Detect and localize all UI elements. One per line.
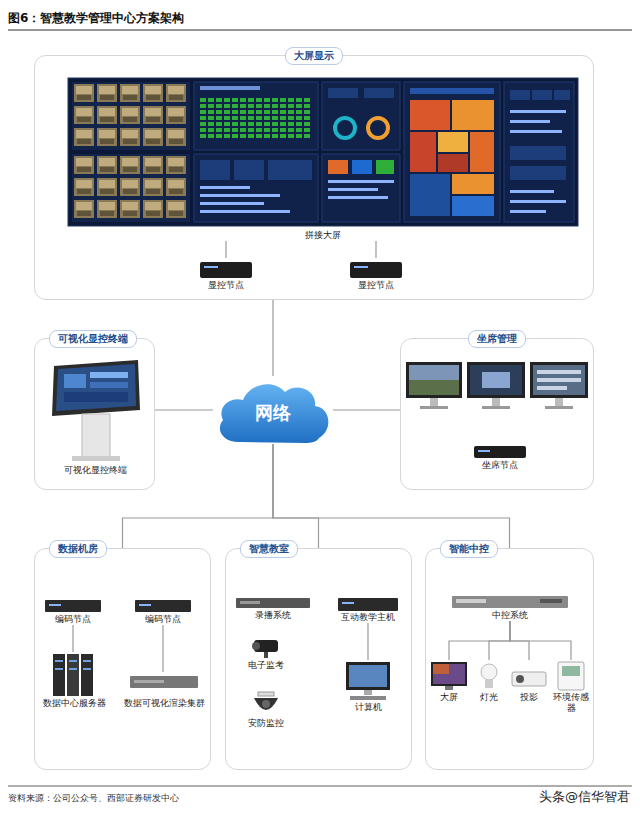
group-panel: 智慧教室录播系统互动教学主机电子监考计算机安防监控 [225, 548, 412, 770]
watermark: 头条@信华智君 [539, 788, 630, 806]
device-label: 编码节点 [42, 614, 104, 625]
group-panel: 智能中控中控系统大屏灯光投影环境传感器 [425, 548, 594, 770]
device-node: 计算机 [335, 660, 401, 713]
device-node: 互动教学主机 [330, 596, 406, 623]
figure-title: 图6：智慧教学管理中心方案架构 [8, 10, 184, 27]
seat-monitors [406, 362, 588, 458]
device-label: 数据中心服务器 [38, 698, 110, 709]
dashboard-screen [68, 78, 578, 226]
network-cloud: 网络 [213, 376, 333, 444]
device-node: 投影 [508, 660, 550, 703]
network-label: 网络 [255, 401, 291, 425]
connector-line [510, 621, 571, 660]
device-node: 数据可视化渲染集群 [120, 672, 208, 709]
device-label: 拼接大屏 [68, 230, 578, 241]
connector-line [162, 625, 163, 672]
connector-line [375, 241, 376, 258]
control-node-devices [200, 262, 402, 278]
device-node: 显控节点 [196, 258, 256, 291]
connector-line [155, 409, 213, 410]
device-label: 大屏 [428, 692, 470, 703]
connector-line [333, 409, 400, 410]
device-label: 显控节点 [196, 280, 256, 291]
device-label: 编码节点 [128, 614, 198, 625]
connector-line [449, 621, 510, 660]
panel-heading: 智慧教室 [240, 540, 298, 558]
group-panel: 大屏显示拼接大屏显控节点显控节点 [34, 55, 594, 300]
device-node: 灯光 [472, 660, 506, 703]
central-control-devices [431, 596, 584, 690]
device-label: 坐席节点 [465, 460, 535, 471]
group-panel: 坐席管理坐席节点 [400, 338, 594, 490]
group-panel: 数据机房编码节点编码节点数据中心服务器数据可视化渲染集群 [34, 548, 211, 770]
panel-heading: 坐席管理 [468, 330, 526, 348]
device-node: 编码节点 [42, 598, 104, 625]
device-label: 可视化显控终端 [44, 465, 146, 476]
device-node: 环境传感器 [552, 660, 590, 714]
device-label: 灯光 [472, 692, 506, 703]
device-node: 数据中心服务器 [38, 652, 110, 709]
device-node: 显控节点 [346, 258, 406, 291]
source-caption: 资料来源：公司公众号、西部证券研发中心 [8, 792, 179, 805]
device-label: 中控系统 [445, 610, 575, 621]
panel-heading: 可视化显控终端 [49, 330, 137, 348]
connector-line [72, 625, 73, 652]
connector-line [123, 444, 274, 548]
panel-heading: 数据机房 [49, 540, 107, 558]
device-node: 大屏 [428, 660, 470, 703]
connector-line [272, 300, 273, 376]
kiosk-terminal [52, 360, 140, 461]
device-node: 安防监控 [240, 690, 292, 729]
connector-line [225, 241, 226, 258]
device-node: 电子监考 [240, 636, 292, 671]
device-label: 计算机 [335, 702, 401, 713]
device-label: 显控节点 [346, 280, 406, 291]
cloud-text-box: 网络 [213, 376, 333, 444]
device-node: 编码节点 [128, 598, 198, 625]
device-label: 投影 [508, 692, 550, 703]
rule-lines [8, 30, 632, 786]
device-node: 可视化显控终端 [44, 357, 146, 476]
device-label: 环境传感器 [552, 692, 590, 714]
panel-heading: 大屏显示 [285, 47, 343, 65]
group-panel: 可视化显控终端可视化显控终端 [34, 338, 155, 490]
device-label: 数据可视化渲染集群 [120, 698, 208, 709]
device-node: 中控系统 [445, 594, 575, 621]
device-label: 安防监控 [240, 718, 292, 729]
connector-line [273, 444, 319, 548]
device-node: 录播系统 [232, 596, 314, 621]
connector-line [273, 444, 510, 548]
device-node: 拼接大屏 [68, 78, 578, 241]
connector-line [367, 623, 368, 660]
panel-heading: 智能中控 [440, 540, 498, 558]
device-node: 坐席节点 [465, 442, 535, 471]
connector-line [489, 621, 510, 660]
device-label: 录播系统 [232, 610, 314, 621]
device-label: 互动教学主机 [330, 612, 406, 623]
device-label: 电子监考 [240, 660, 292, 671]
